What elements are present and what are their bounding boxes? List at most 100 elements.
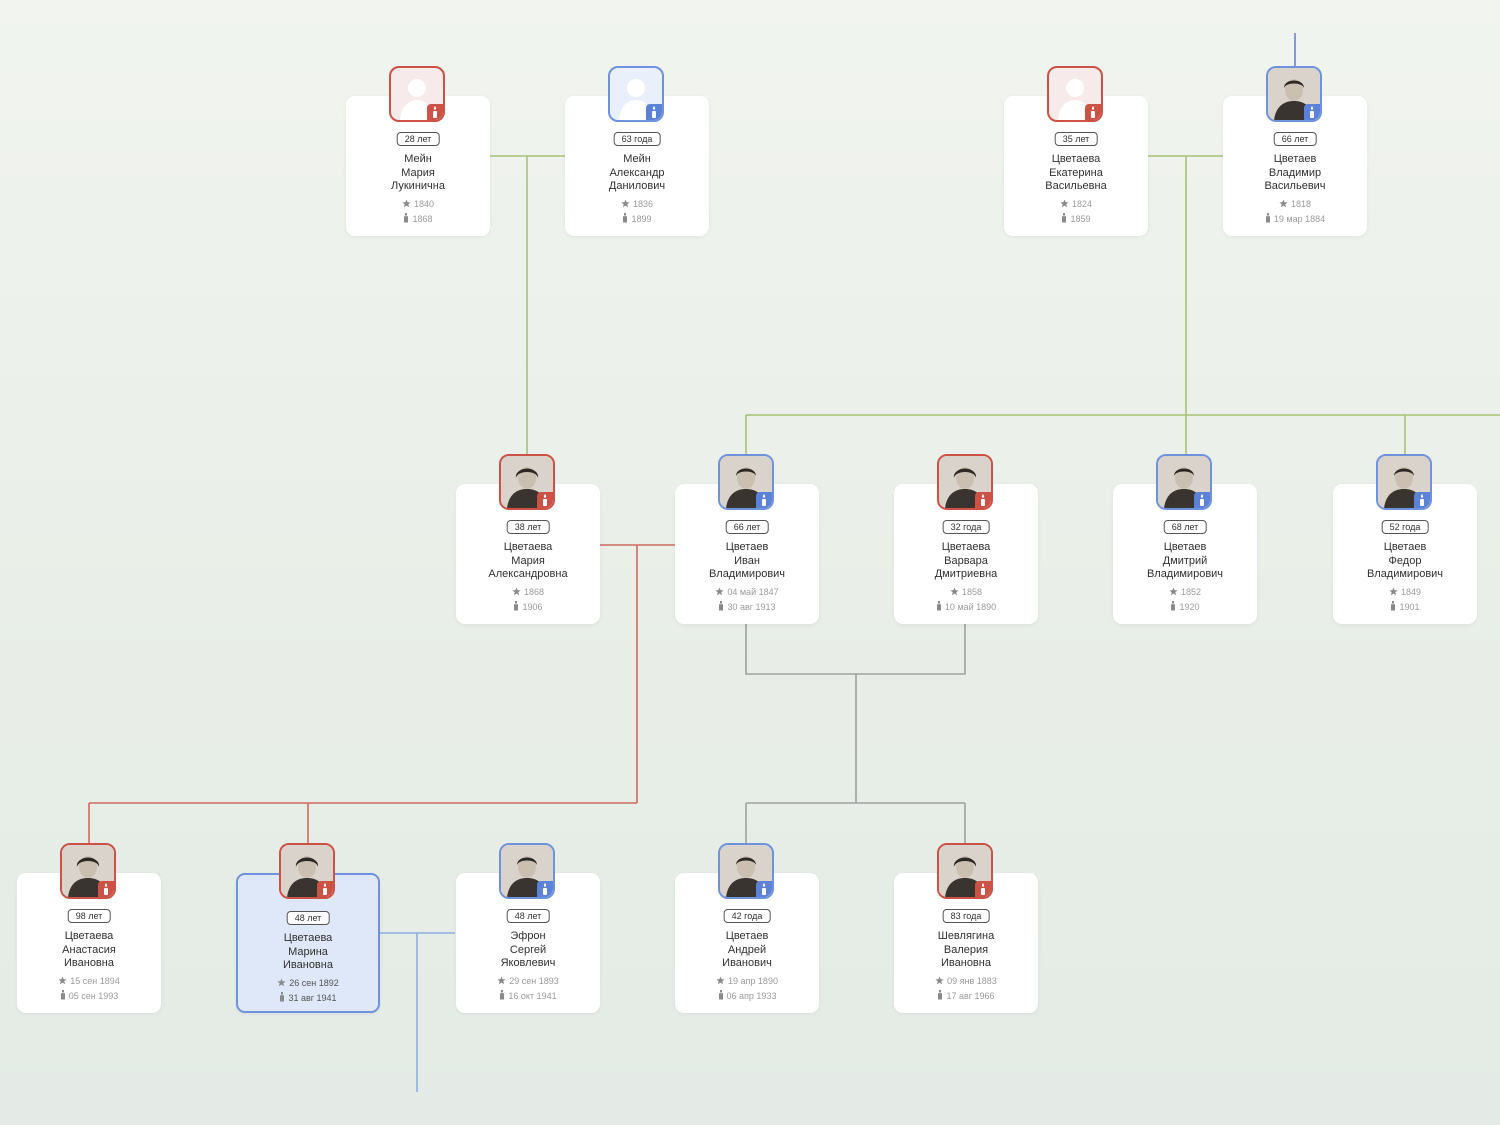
death-row: 1859 (1004, 212, 1148, 227)
person-photo[interactable] (60, 843, 116, 899)
name-line: Варвара (944, 554, 988, 567)
death-date: 16 окт 1941 (508, 991, 557, 1001)
birth-date: 1868 (523, 587, 545, 597)
life-dates: 1824 1859 (1004, 197, 1148, 227)
candle-icon (513, 601, 519, 611)
birth-date: 26 сен 1892 (289, 978, 339, 988)
candle-icon (1061, 213, 1067, 223)
birth-row: 1852 (1113, 585, 1257, 600)
age-badge: 66 лет (725, 520, 769, 534)
birth-date: 1836 (632, 199, 654, 209)
person-photo[interactable] (499, 454, 555, 510)
life-dates: 29 сен 1893 16 окт 1941 (456, 974, 600, 1004)
person-photo[interactable] (389, 66, 445, 122)
birth-date: 04 май 1847 (727, 587, 779, 597)
star-icon (621, 199, 630, 208)
person-photo[interactable] (1047, 66, 1103, 122)
death-row: 05 сен 1993 (17, 989, 161, 1004)
person-photo[interactable] (1156, 454, 1212, 510)
person-photo[interactable] (279, 843, 335, 899)
death-row: 1901 (1333, 600, 1477, 615)
name-line: Дмитрий (1162, 554, 1208, 567)
death-row: 1868 (346, 212, 490, 227)
name-line: Иван (734, 554, 760, 567)
age-badge: 32 года (942, 520, 990, 534)
name-line: Данилович (608, 180, 666, 193)
birth-row: 19 апр 1890 (675, 974, 819, 989)
star-icon (1389, 587, 1398, 596)
name-line: Цветаева (1051, 153, 1101, 165)
name-line: Мария (401, 166, 435, 179)
name-line: Владимирович (1146, 568, 1224, 581)
name-line: Цветаев (725, 541, 769, 553)
name-line: Цветаев (1163, 541, 1207, 553)
name-line: Марина (288, 945, 328, 958)
name-line: Цветаев (1383, 541, 1427, 553)
birth-date: 1818 (1290, 199, 1312, 209)
person-photo[interactable] (1376, 454, 1432, 510)
candle-icon (975, 492, 991, 508)
name-line: Ивановна (941, 957, 991, 970)
birth-row: 29 сен 1893 (456, 974, 600, 989)
person-photo[interactable] (499, 843, 555, 899)
death-row: 31 авг 1941 (238, 991, 378, 1006)
name-line: Александровна (488, 568, 568, 581)
candle-icon (718, 601, 724, 611)
death-date: 1906 (522, 602, 543, 612)
person-photo[interactable] (608, 66, 664, 122)
age-badge: 35 лет (1054, 132, 1098, 146)
name-line: Владимирович (708, 568, 786, 581)
name-line: Цветаев (1273, 153, 1317, 165)
death-date: 05 сен 1993 (68, 991, 119, 1001)
age-badge: 48 лет (506, 909, 550, 923)
candle-icon (537, 881, 553, 897)
star-icon (1169, 587, 1178, 596)
person-photo[interactable] (718, 843, 774, 899)
birth-row: 1836 (565, 197, 709, 212)
candle-icon (622, 213, 628, 223)
life-dates: 1818 19 мар 1884 (1223, 197, 1367, 227)
candle-icon (756, 881, 772, 897)
person-photo[interactable] (937, 454, 993, 510)
star-icon (716, 976, 725, 985)
person-photo[interactable] (937, 843, 993, 899)
birth-date: 19 апр 1890 (728, 976, 778, 986)
candle-icon (756, 492, 772, 508)
birth-date: 1824 (1071, 199, 1093, 209)
person-photo[interactable] (1266, 66, 1322, 122)
birth-row: 1868 (456, 585, 600, 600)
death-date: 19 мар 1884 (1273, 214, 1326, 224)
person-photo[interactable] (718, 454, 774, 510)
name-line: Александр (609, 166, 665, 179)
candle-icon (1170, 601, 1176, 611)
death-row: 19 мар 1884 (1223, 212, 1367, 227)
